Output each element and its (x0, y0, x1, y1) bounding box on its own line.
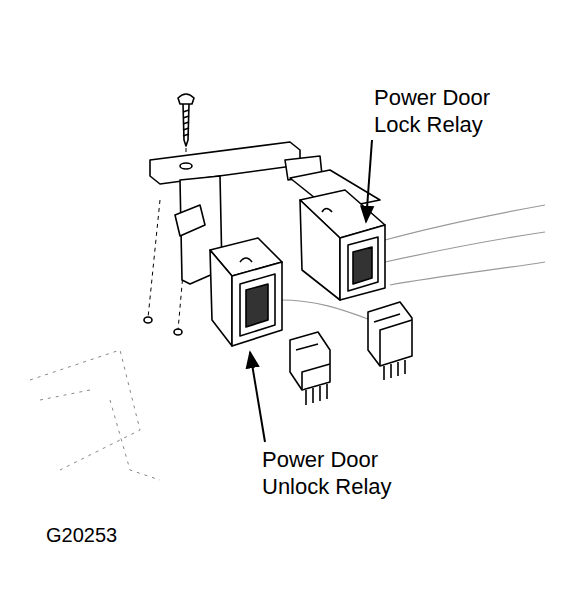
body-panel (30, 350, 160, 480)
mounting-hole (144, 317, 152, 323)
lock-relay-housing (300, 190, 385, 300)
part-label: Power Door Unlock Relay (262, 446, 412, 500)
part-label: Power Door Lock Relay (374, 84, 524, 138)
relay-connector (290, 332, 330, 405)
leader-arrow (366, 140, 372, 222)
leader-arrow (250, 352, 265, 442)
mounting-screw (178, 94, 194, 146)
relay-connector (368, 302, 412, 380)
unlock-relay-housing (210, 238, 282, 346)
figure-number: G20253 (46, 522, 166, 549)
mounting-hole (174, 329, 182, 335)
